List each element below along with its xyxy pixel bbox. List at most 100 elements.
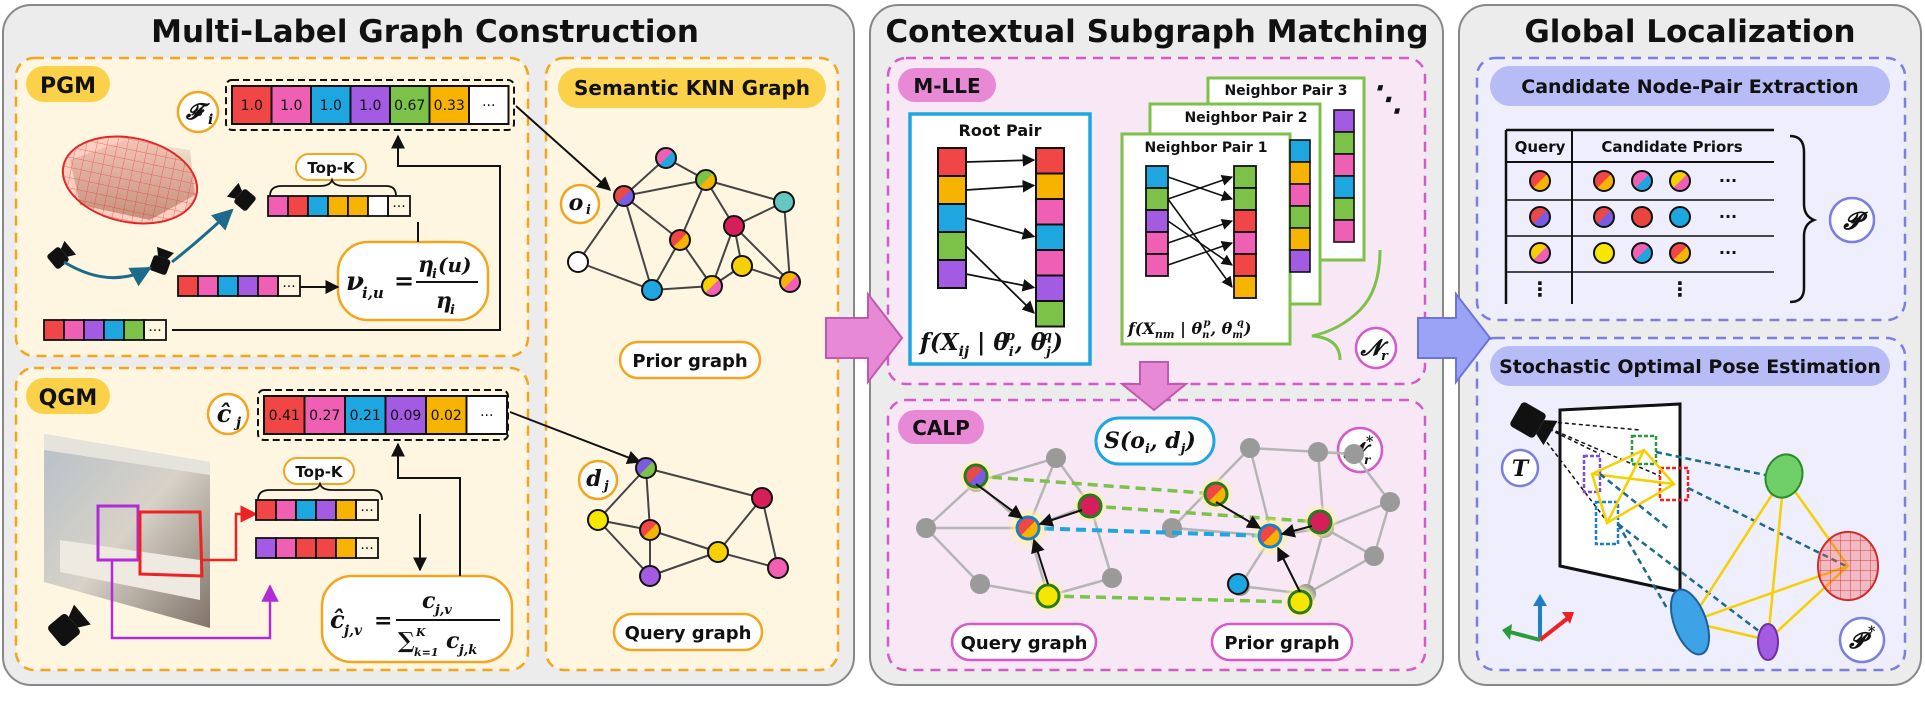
neighbor-back-cell [1289, 227, 1311, 251]
calp-neighbor-node [1307, 509, 1333, 535]
calp-neighbor-match [1047, 594, 1301, 604]
vector-ellipsis: ··· [360, 541, 373, 557]
table-row-ellipsis: ··· [1719, 171, 1737, 190]
feature-cell [425, 395, 468, 435]
prior-graph-pill [618, 340, 762, 380]
pgm-formula-num-sub: i [432, 267, 437, 282]
feature-cell [468, 85, 510, 125]
vector-ellipsis: ··· [148, 323, 161, 339]
qgm-formula-num: c [422, 588, 436, 614]
feature-cell-value: ··· [482, 98, 495, 114]
prior-graph [567, 147, 801, 301]
query-graph [587, 457, 789, 587]
calp-score-pill [1094, 416, 1216, 466]
pgm-observation-vector: ··· [177, 275, 301, 297]
calp-neighbor-node [1203, 481, 1229, 507]
mlle-tag-label: M-LLE [913, 74, 980, 98]
query-node-badge [577, 459, 619, 501]
graph-node [641, 279, 663, 301]
pgm-tag-label: PGM [40, 74, 96, 99]
graph-edge [761, 497, 779, 569]
prior-node-symbol: o [569, 190, 584, 216]
vector-cell [355, 499, 379, 521]
root-match-arrow [965, 217, 1036, 240]
neighbor-left-cell [1145, 209, 1169, 233]
feature-cell [428, 85, 470, 125]
candidate-set-badge [1828, 196, 1876, 244]
root-match-arrow [965, 273, 1036, 292]
calp-neighbor-node [1287, 589, 1313, 615]
calp-propagation-arrow [1038, 509, 1083, 527]
pgm-formula-num-arg: (u) [438, 253, 471, 277]
qgm-formula-den-low: k=1 [414, 646, 439, 659]
qgm-formula-den-sum: ∑ [398, 628, 415, 654]
qgm-formula-den-c: c [446, 628, 460, 654]
pstar-superscript: * [1868, 624, 1876, 640]
root-right-cell [1035, 274, 1065, 302]
camera-icon [149, 246, 174, 275]
neighbor-back-cell [1333, 175, 1355, 199]
neighbor-left-cell [1145, 165, 1169, 189]
calp-neighbor-node [1077, 493, 1103, 519]
vector-ellipsis: ··· [392, 199, 405, 215]
vector-cell [197, 275, 219, 297]
pgm-formula-lhs-sub: i,u [362, 284, 384, 302]
vector-cell [275, 537, 297, 559]
sofa-object-image [61, 135, 199, 225]
feature-cell-value: ··· [480, 408, 493, 424]
graph-node [751, 487, 773, 509]
neighbor-right-cell [1233, 209, 1257, 233]
calp-root-node [1015, 515, 1041, 541]
graph-node [779, 271, 801, 293]
neighbor-back-cell [1333, 219, 1355, 243]
calp-node [1364, 546, 1384, 566]
pgm-tag [26, 66, 110, 102]
prior-graph-label: Prior graph [632, 351, 747, 372]
vector-cell [295, 499, 317, 521]
qgm-formula-eq: = [374, 608, 392, 634]
vector-cell [335, 537, 357, 559]
vector-cell [217, 275, 239, 297]
graph-node [587, 509, 609, 531]
pgm-topk-vector: ··· [267, 195, 411, 217]
graph-node [669, 229, 691, 251]
vector-cell [315, 537, 337, 559]
pgm-topk-pill [295, 153, 367, 181]
graph-node [707, 541, 729, 563]
vector-cell [367, 195, 389, 217]
pgm-feature-symbol-badge [176, 90, 220, 134]
qgm-feature-symbol: ĉ [217, 399, 232, 428]
qgm-red-crop-arrow [202, 505, 258, 562]
table-row-ellipsis: ··· [1719, 243, 1737, 262]
prior-node-badge [559, 183, 601, 225]
query-node-symbol: d [586, 466, 601, 492]
calp-node [970, 574, 990, 594]
table-vertical-ellipsis: ⋮ [1530, 277, 1550, 301]
root-match-arrow [965, 179, 1036, 193]
graph-edge [623, 195, 653, 291]
neighbor-pair-stacks [1145, 109, 1355, 299]
graph-node [723, 215, 745, 237]
qgm-formula-lhs-sub: j,v [341, 623, 363, 639]
pgm-formula-num: η [418, 252, 434, 278]
qgm-feature-symbol-badge [206, 392, 250, 436]
qgm-topk-vector: ··· [255, 499, 379, 521]
pgm-to-prior-arrow [515, 105, 612, 191]
vector-cell [177, 275, 199, 297]
neighbor-left-cell [1145, 187, 1169, 211]
root-pair-label: Root Pair [959, 121, 1042, 140]
pgm-feature-dashed-frame [225, 79, 515, 131]
query-node-subscript: j [601, 479, 609, 494]
vector-cell [275, 499, 297, 521]
table-prior-node [1593, 206, 1615, 228]
table-header-priors: Candidate Priors [1601, 138, 1742, 156]
calp-neighbor-match [1089, 504, 1321, 524]
table-prior-node [1631, 206, 1653, 228]
calp-tag-label: CALP [912, 416, 970, 440]
table-prior-node [1669, 170, 1691, 192]
feature-cell [465, 395, 508, 435]
camera-icon [47, 240, 77, 269]
